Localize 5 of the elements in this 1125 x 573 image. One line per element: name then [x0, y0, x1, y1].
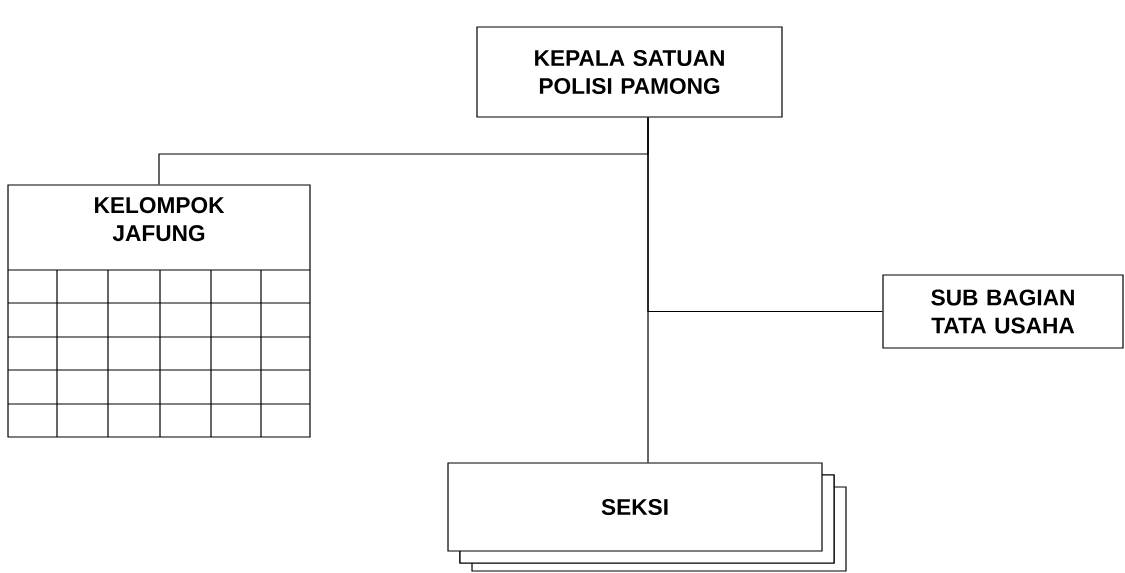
org-box: SEKSI: [447, 462, 823, 552]
org-box: SUB BAGIAN TATA USAHA: [882, 274, 1124, 349]
connector-line: [647, 117, 649, 463]
org-box: KEPALA SATUAN POLISI PAMONG: [476, 26, 783, 118]
org-box: KELOMPOK JAFUNG: [7, 184, 311, 438]
